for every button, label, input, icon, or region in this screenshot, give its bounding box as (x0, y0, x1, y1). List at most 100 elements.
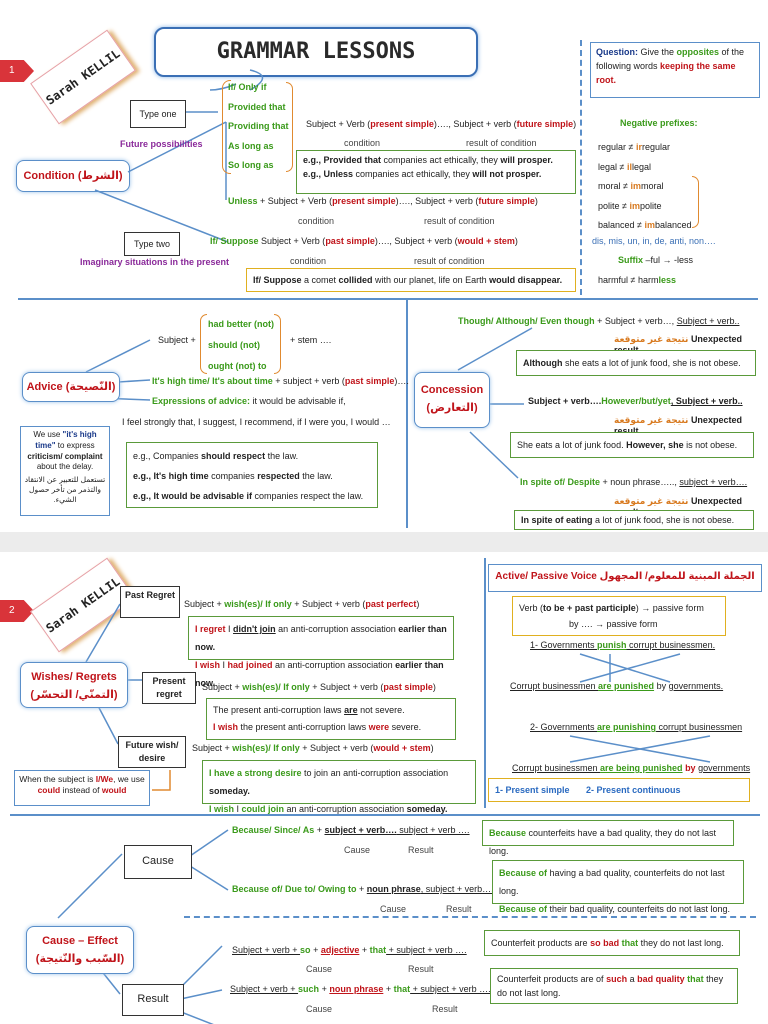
q-d: of the following words (596, 47, 745, 71)
o1a: regular ≠ (598, 142, 636, 152)
despite-example: In spite of eating a lot of junk food, s… (514, 510, 754, 530)
future-examples: I have a strong desire to join an anti-c… (202, 760, 476, 814)
passive-rules: Verb (to be + past participle) → passive… (512, 596, 726, 636)
fe2c: could join (241, 804, 285, 814)
o5a: balanced ≠ (598, 220, 645, 230)
q-c: opposites (676, 47, 720, 57)
opp-regular: regular ≠ irregular (598, 138, 692, 158)
type-two-example: If/ Suppose a comet collided with our pl… (246, 268, 576, 292)
ht-c: past simple (344, 376, 395, 386)
page-number-badge: 1 (0, 60, 34, 82)
modal-list: had better (not) should (not) ought (not… (208, 314, 274, 377)
sc-g: + subject + verb …. (410, 984, 491, 994)
u-a: Unless (228, 196, 258, 206)
past-formula: Subject + wish(es)/ If only + Subject + … (184, 599, 419, 609)
prf-e: ) (432, 682, 436, 692)
ff-b: wish(es)/ If only (232, 743, 300, 753)
sentence-2-passive: Corrupt businessmen are being punished b… (512, 763, 750, 773)
conj-provided: Provided that (228, 101, 286, 112)
scex-a: Counterfeit products are of (497, 974, 607, 984)
past-examples: I regret I didn't join an anti-corruptio… (188, 616, 454, 688)
sn-d: could (37, 785, 61, 796)
bc-c: subject + verb…. (324, 825, 397, 835)
pe1e: earlier than now. (195, 624, 447, 652)
arrow-advice-modal (85, 339, 151, 373)
however-formula: Subject + verb….However/but/yet, Subject… (528, 396, 743, 406)
arrow-advice-hightime (117, 379, 151, 383)
arrow-though (457, 327, 533, 371)
condition-label-text: Condition (23, 170, 75, 182)
pe2b: I (220, 660, 228, 670)
prf-c: + Subject + verb ( (309, 682, 384, 692)
u-c: present simple (332, 196, 396, 206)
s2p-d: governments (698, 763, 751, 773)
th-a: Though/ Although/ Even though (458, 316, 595, 326)
harm-b: less (658, 275, 676, 285)
passive-rule-2: by …. → passive form (569, 619, 658, 629)
o2c: legal (631, 161, 651, 172)
wishes-label: Wishes/ Regrets (التمنّي/ التحسّر) (20, 662, 128, 708)
sc-a: Subject + verb + (230, 984, 299, 994)
s1-a: 1- Governments (530, 640, 598, 650)
pre1b: are (344, 705, 358, 715)
sc-d: noun phrase (329, 984, 384, 994)
scex-c: a (627, 974, 638, 984)
s2p-c: by (682, 763, 699, 773)
sentence-1-passive: Corrupt businessmen are punished by gove… (510, 681, 723, 691)
pre2c: were (368, 722, 390, 732)
pre2d: severe. (389, 722, 422, 732)
because-of-examples: Because of having a bad quality, counter… (492, 860, 744, 914)
arrow-curve-top (249, 69, 264, 91)
o4b: im (629, 200, 640, 211)
arrow-future-wish (95, 701, 119, 745)
o2a: legal ≠ (598, 161, 627, 172)
ae1c: the law. (265, 451, 299, 461)
prf-d: past simple (383, 682, 433, 692)
ur2-ar: نتيجة غير متوقعة (614, 415, 689, 425)
page-1: 1 Sarah KELLIL GRAMMAR LESSONS Condition… (0, 27, 760, 530)
t2ex-a: If/ Suppose (253, 275, 302, 285)
thex-a: Although (523, 358, 563, 368)
fe2e: someday. (406, 804, 448, 814)
wishes-label-ar: (التمنّي/ التحسّر) (30, 689, 118, 701)
future-formula: Subject + wish(es)/ If only + Subject + … (192, 743, 434, 753)
arrow-because (189, 829, 229, 857)
pe2c: had joined (227, 660, 273, 670)
future-possibilities: Future possibilities (120, 139, 203, 149)
vp-c: ) → passive form (635, 603, 704, 613)
result-caption-1: result of condition (466, 138, 537, 148)
exp-a: Expressions of advice: (152, 396, 251, 406)
sentence-2: 2- Governments are punishing corrupt bus… (530, 722, 742, 732)
such-cause-caption: Cause (306, 1004, 333, 1014)
concession-label-text: Concession (420, 384, 484, 396)
so-e: + (359, 945, 370, 955)
opp-polite: polite ≠ impolite (598, 197, 692, 217)
boe1a: Because of (499, 868, 548, 878)
high-time-note: We use "it's high time" to express criti… (20, 426, 110, 516)
conjunction-list: If/ Only if Provided that Providing that… (228, 78, 289, 176)
advice-ex-3: e.g., It would be advisable if companies… (133, 486, 371, 506)
modal-ought: ought (not) to (208, 361, 267, 371)
imaginary-situations: Imaginary situations in the present (80, 257, 230, 267)
ds-a: In spite of/ Despite (520, 477, 601, 487)
transform-arrows-1 (579, 653, 681, 683)
sn-b: I/We (95, 774, 114, 784)
passive-rule-1: Verb (to be + past participle) → passive… (519, 600, 719, 616)
hw-b: However/but/yet (601, 396, 671, 406)
modal-bracket-left (200, 314, 207, 374)
fe1b: to join an anti-corruption association (301, 768, 449, 778)
such-example: Counterfeit products are of such a bad q… (490, 968, 738, 1004)
conj-providing: Providing that (228, 121, 289, 131)
concession-label: Concession (التعارض) (414, 372, 490, 428)
expressions-of-advice: Expressions of advice: it would be advis… (152, 396, 346, 406)
arrow-type-one (127, 121, 227, 173)
cause-effect-ar: (السّبب والنّتيجة) (35, 953, 125, 965)
pf-d: past perfect (365, 599, 417, 609)
feel-strongly: I feel strongly that, I suggest, I recom… (122, 417, 391, 427)
scex-e: that (684, 974, 704, 984)
condition-arrows (94, 69, 264, 243)
condition-caption-2: condition (298, 216, 335, 226)
fe2a: I wish (209, 804, 235, 814)
bo-a: Because of/ Due to/ Owing to (232, 884, 357, 894)
ae2c: respected (257, 471, 300, 481)
